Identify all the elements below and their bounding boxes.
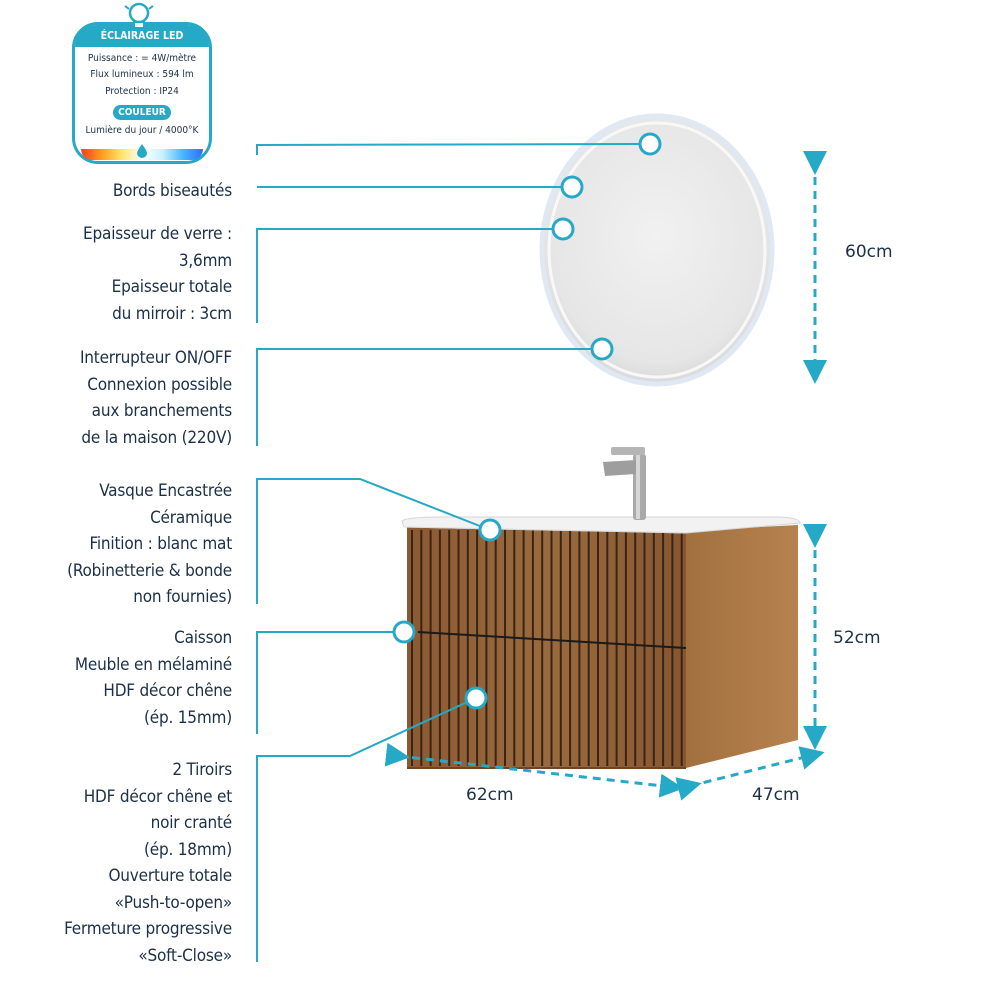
callout-dots	[392, 132, 662, 710]
label-vasque: Vasque Encastrée Céramique Finition : bl…	[67, 481, 232, 607]
callout-lines	[256, 143, 651, 962]
label-caisson: Caisson Meuble en mélaminé HDF décor chê…	[74, 628, 232, 728]
label-epaisseur: Epaisseur de verre : 3,6mm Epaisseur tot…	[83, 224, 232, 324]
round-mirror	[539, 113, 775, 387]
led-info-card: ÉCLAIRAGE LED Puissance : = 4W/mètre Flu…	[72, 2, 212, 164]
label-interrupteur: Interrupteur ON/OFF Connexion possible a…	[80, 348, 232, 448]
faucet	[603, 447, 646, 520]
dimension-arrows	[384, 151, 827, 801]
couleur-badge: COULEUR	[113, 105, 171, 120]
drop-icon	[137, 144, 147, 158]
slatted-front	[411, 530, 683, 766]
led-flux: Flux lumineux : 594 lm	[90, 69, 194, 80]
led-color-temp: Lumière du jour / 4000°K	[85, 125, 199, 136]
led-card-frame: ÉCLAIRAGE LED Puissance : = 4W/mètre Flu…	[72, 22, 212, 164]
vanity-cabinet	[407, 525, 798, 769]
dim-width: 62cm	[466, 785, 514, 805]
dim-depth: 47cm	[752, 785, 800, 805]
dim-cabinet-height: 52cm	[833, 628, 881, 648]
led-protection: Protection : IP24	[105, 86, 179, 97]
bulb-icon	[124, 2, 154, 29]
label-bords: Bords biseautés	[112, 181, 232, 201]
led-power: Puissance : = 4W/mètre	[87, 53, 197, 64]
label-tiroirs: 2 Tiroirs HDF décor chêne et noir cranté…	[64, 760, 232, 966]
dim-mirror-height: 60cm	[845, 242, 893, 262]
ceramic-basin	[401, 516, 801, 534]
led-title: ÉCLAIRAGE LED	[75, 25, 209, 47]
